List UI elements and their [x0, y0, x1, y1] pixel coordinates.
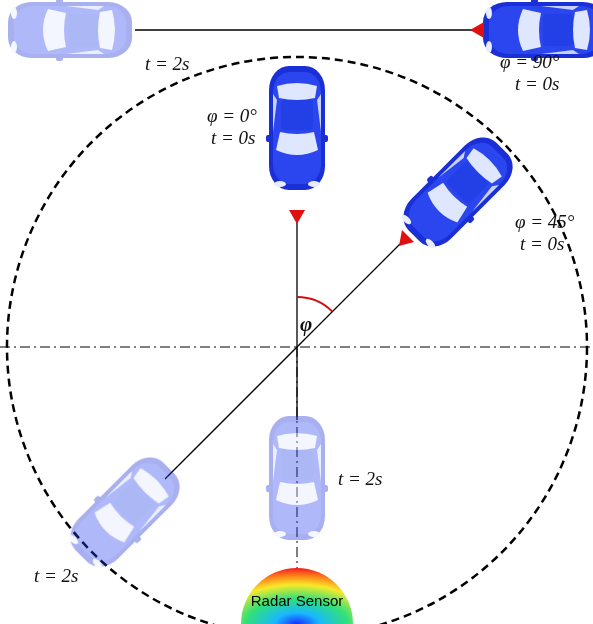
angle-arc	[297, 297, 332, 312]
angle-label: φ	[300, 314, 312, 335]
car	[266, 66, 328, 190]
time-angle-label: φ = 90°	[500, 52, 559, 71]
time-angle-label: φ = 45°	[515, 212, 574, 231]
radar-sensor: Radar Sensor	[241, 568, 353, 624]
direction-arrow	[470, 22, 484, 38]
trajectory-line	[135, 29, 472, 30]
direction-arrow	[399, 230, 414, 246]
radar-dome	[241, 568, 353, 624]
time-angle-label: φ = 0°	[207, 106, 257, 125]
car	[392, 126, 524, 258]
car-faded	[266, 416, 328, 540]
trajectory-line	[296, 222, 297, 420]
time-angle-label: t = 0s	[515, 74, 560, 93]
car-faded	[8, 0, 132, 61]
time-angle-label: t = 0s	[520, 234, 565, 253]
direction-arrow	[289, 210, 305, 224]
time-angle-label: t = 2s	[145, 54, 190, 73]
sensor-label: Radar Sensor	[241, 592, 353, 609]
car-faded	[59, 446, 191, 578]
time-angle-label: t = 2s	[34, 566, 79, 585]
time-angle-label: t = 2s	[338, 469, 383, 488]
range-circle	[7, 57, 587, 624]
time-angle-label: t = 0s	[211, 128, 256, 147]
